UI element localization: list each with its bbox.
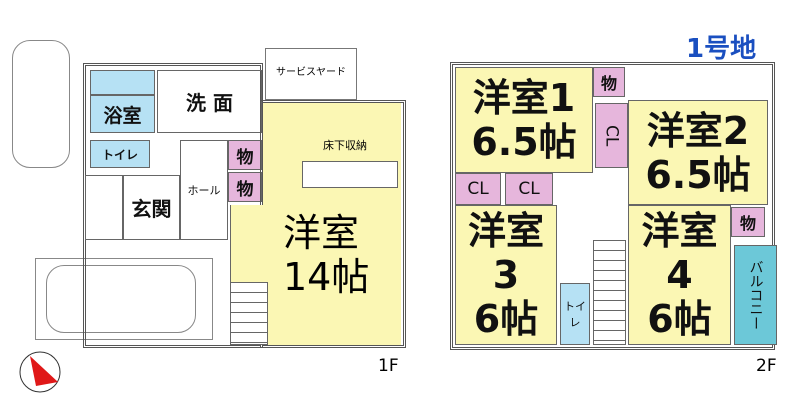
floor2-outline bbox=[450, 62, 775, 350]
floor2-label: 2F bbox=[756, 356, 777, 376]
stairs-2f bbox=[593, 240, 626, 345]
toilet-2f: トイレ bbox=[560, 283, 590, 345]
kitchen-counter bbox=[302, 161, 398, 188]
closet-vertical: CL bbox=[595, 103, 628, 168]
balcony: バルコニー bbox=[734, 245, 777, 345]
bathtub bbox=[90, 70, 155, 95]
room-3-name: 洋室3 bbox=[467, 209, 544, 297]
room-3-size: 6帖 bbox=[473, 297, 539, 341]
car-icon bbox=[46, 265, 196, 333]
underfloor-storage-label: 床下収納 bbox=[323, 139, 367, 152]
toilet-1f: トイレ bbox=[90, 140, 150, 168]
room-1-name: 洋室1 bbox=[472, 76, 576, 120]
room-2-name: 洋室2 bbox=[646, 108, 750, 153]
stairs-1f bbox=[230, 282, 268, 345]
lot-title: 1号地 bbox=[686, 34, 757, 64]
storage-1f-1: 物 bbox=[228, 140, 262, 170]
washroom: 洗 面 bbox=[157, 70, 262, 133]
room-2: 洋室2 6.5帖 bbox=[628, 100, 768, 205]
service-yard: サービスヤード bbox=[265, 48, 357, 100]
ldk-name: 洋室 bbox=[283, 211, 360, 255]
ldk-room: 床下収納 洋室 14帖 bbox=[263, 103, 401, 345]
garage bbox=[35, 258, 213, 340]
floor1-label: 1F bbox=[378, 356, 399, 376]
storage-2f-b: 物 bbox=[731, 207, 765, 237]
room-4-name: 洋室4 bbox=[641, 209, 718, 297]
room-2-size: 6.5帖 bbox=[645, 152, 751, 197]
bath-room: 浴室 bbox=[90, 95, 155, 133]
parking-car-icon bbox=[12, 40, 70, 168]
hall: ホール bbox=[180, 140, 228, 240]
closet-b: CL bbox=[505, 173, 553, 205]
room-3: 洋室3 6帖 bbox=[455, 205, 557, 345]
room-4-size: 6帖 bbox=[647, 297, 712, 341]
closet-a: CL bbox=[455, 173, 501, 205]
room-1-size: 6.5帖 bbox=[471, 120, 577, 164]
storage-1f-2: 物 bbox=[228, 172, 262, 202]
shoe-storage bbox=[85, 175, 123, 240]
ldk-size: 14帖 bbox=[283, 255, 370, 299]
room-1: 洋室1 6.5帖 bbox=[455, 67, 593, 173]
room-4: 洋室4 6帖 bbox=[628, 205, 731, 345]
north-arrow-icon bbox=[19, 351, 61, 393]
entrance: 玄関 bbox=[123, 175, 180, 240]
storage-2f-a: 物 bbox=[593, 67, 625, 97]
